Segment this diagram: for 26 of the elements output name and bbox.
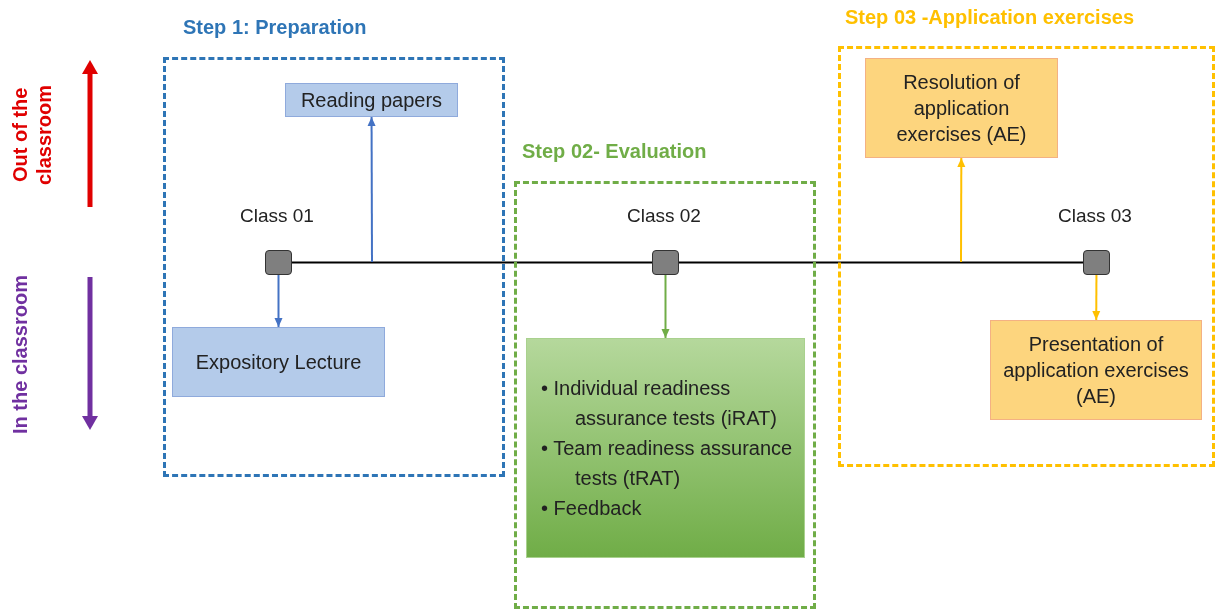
- arrow: [367, 116, 376, 263]
- timeline-marker: [265, 250, 292, 275]
- side-label: Out of the classroom: [8, 83, 56, 188]
- list-item: • Team readiness assurance tests (tRAT): [541, 436, 794, 491]
- text-box: Reading papers: [285, 83, 458, 117]
- list-box: [526, 338, 805, 558]
- class-label: Class 03: [1058, 205, 1132, 227]
- timeline-marker: [1083, 250, 1110, 275]
- text-box: Presentation of application exercises (AE): [990, 320, 1202, 420]
- timeline-line: [678, 261, 1084, 264]
- arrow: [274, 274, 283, 328]
- text-box: Resolution of application exercises (AE): [865, 58, 1058, 158]
- group-title: Step 03 -Application exercises: [845, 6, 1134, 29]
- timeline-marker: [652, 250, 679, 275]
- side-label: In the classroom: [8, 275, 32, 435]
- group-title: Step 02- Evaluation: [522, 140, 707, 163]
- arrow: [957, 157, 966, 263]
- list-item: • Individual readiness assurance tests (iRAT): [541, 376, 778, 431]
- list-item: • Feedback: [541, 496, 643, 521]
- group-title: Step 1: Preparation: [183, 16, 367, 39]
- arrow: [661, 274, 670, 339]
- class-label: Class 01: [240, 205, 314, 227]
- arrow: [1092, 274, 1101, 321]
- text-box: Expository Lecture: [172, 327, 385, 397]
- timeline-line: [291, 261, 653, 264]
- class-label: Class 02: [627, 205, 701, 227]
